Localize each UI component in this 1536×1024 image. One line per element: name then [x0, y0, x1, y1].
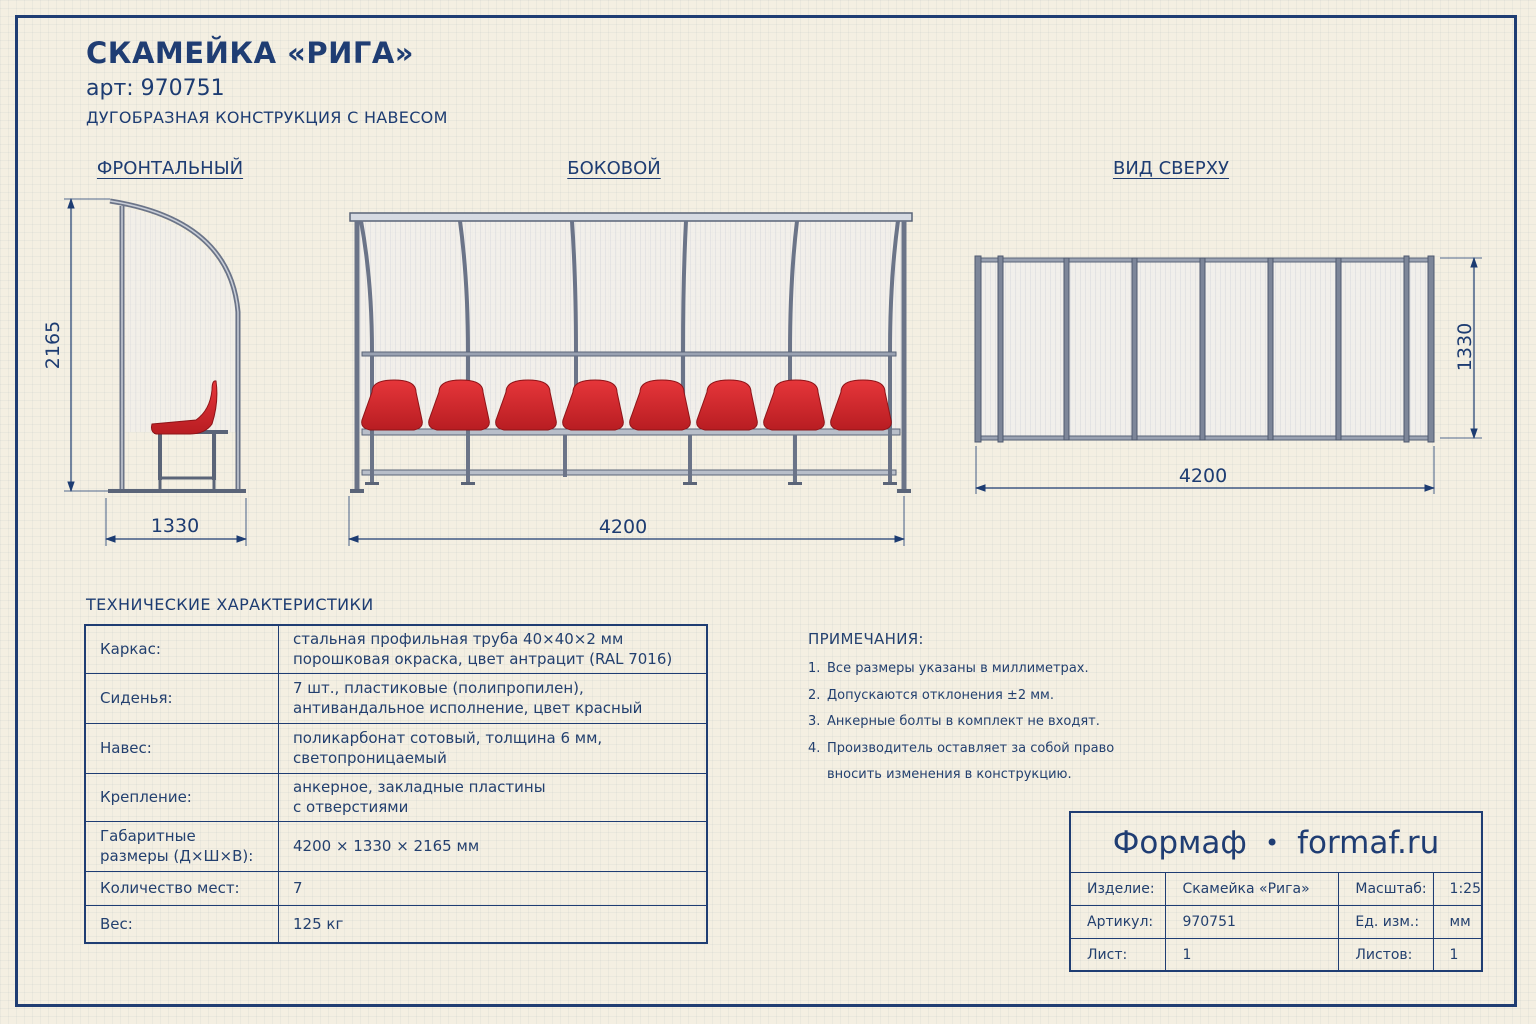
- stamp-value: 1:25: [1432, 873, 1481, 906]
- list-item: 2. Допускаются отклонения ±2 мм.: [808, 683, 1208, 710]
- spec-value-line: с отверстиями: [293, 798, 409, 816]
- table-row: Артикул: 970751 Ед. изм.: мм: [1071, 905, 1481, 939]
- stamp-value: 970751: [1165, 905, 1340, 939]
- note-text: Все размеры указаны в миллиметрах.: [827, 661, 1089, 676]
- top-view-label: ВИД СВЕРХУ: [1112, 158, 1230, 179]
- table-row: Изделие: Скамейка «Рига» Масштаб: 1:25: [1071, 873, 1481, 906]
- list-item: вносить изменения в конструкцию.: [808, 762, 1208, 789]
- spec-value: анкерное, закладные пластины с отверстиям…: [278, 772, 708, 822]
- spec-value: 7: [278, 870, 708, 906]
- stamp-label: Лист:: [1071, 938, 1167, 971]
- stamp-value: 1: [1165, 938, 1340, 971]
- note-text: вносить изменения в конструкцию.: [827, 767, 1072, 782]
- notes-section: ПРИМЕЧАНИЯ: 1. Все размеры указаны в милл…: [808, 630, 1208, 789]
- brand-row: Формаф • formaf.ru: [1071, 813, 1481, 873]
- specs-table: Каркас: стальная профильная труба 40×40×…: [84, 624, 708, 944]
- note-number: 2.: [808, 687, 821, 703]
- brand-separator: •: [1264, 828, 1280, 857]
- top-view-drawing: [974, 255, 1435, 443]
- spec-key: Количество мест:: [84, 870, 279, 906]
- drawing-frame: [15, 15, 1517, 1007]
- table-row: Габаритные размеры (Д×Ш×В): 4200 × 1330 …: [84, 820, 708, 872]
- stamp-label: Масштаб:: [1338, 873, 1434, 906]
- stamp-value: 1: [1432, 938, 1481, 971]
- title-block: Формаф • formaf.ru Изделие: Скамейка «Ри…: [1069, 811, 1483, 972]
- spec-key: Вес:: [84, 904, 279, 944]
- front-view-drawing: [108, 198, 246, 493]
- stamp-value: Скамейка «Рига»: [1165, 873, 1340, 906]
- table-row: Лист: 1 Листов: 1: [1071, 938, 1481, 971]
- brand-name: Формаф: [1112, 824, 1247, 861]
- stamp-label: Изделие:: [1071, 873, 1167, 906]
- spec-value-line: антивандальное исполнение, цвет красный: [293, 699, 643, 717]
- side-length-dimension: 4200: [599, 516, 647, 538]
- list-item: 1. Все размеры указаны в миллиметрах.: [808, 656, 1208, 683]
- spec-value: 4200 × 1330 × 2165 мм: [278, 820, 708, 872]
- table-row: Крепление: анкерное, закладные пластины с…: [84, 772, 708, 822]
- side-view-seats: [361, 379, 892, 431]
- note-number: 1.: [808, 661, 821, 676]
- spec-key: Габаритные размеры (Д×Ш×В):: [84, 820, 279, 872]
- spec-key: Каркас:: [84, 624, 279, 674]
- spec-value-line: поликарбонат сотовый, толщина 6 мм,: [293, 729, 603, 747]
- spec-value: поликарбонат сотовый, толщина 6 мм, свето…: [278, 722, 708, 774]
- spec-value-line: анкерное, закладные пластины: [293, 778, 546, 796]
- spec-key: Сиденья:: [84, 672, 279, 724]
- front-height-dimension: 2165: [42, 321, 64, 369]
- specs-title: ТЕХНИЧЕСКИЕ ХАРАКТЕРИСТИКИ: [86, 595, 374, 614]
- table-row: Навес: поликарбонат сотовый, толщина 6 м…: [84, 722, 708, 774]
- front-view-label: ФРОНТАЛЬНЫЙ: [96, 158, 244, 179]
- stamp-label: Листов:: [1338, 938, 1434, 971]
- top-depth-dimension: 1330: [1454, 323, 1476, 371]
- front-width-dimension: 1330: [151, 515, 199, 537]
- spec-value: 125 кг: [278, 904, 708, 944]
- stamp-label: Артикул:: [1071, 905, 1167, 939]
- spec-value-line: порошковая окраска, цвет антрацит (RAL 7…: [293, 650, 673, 669]
- table-row: Каркас: стальная профильная труба 40×40×…: [84, 624, 708, 674]
- top-length-dimension: 4200: [1179, 465, 1227, 487]
- stamp-label: Ед. изм.:: [1338, 905, 1434, 939]
- spec-value: 7 шт., пластиковые (полипропилен), антива…: [278, 672, 708, 724]
- table-row: Вес: 125 кг: [84, 904, 708, 944]
- spec-key: Крепление:: [84, 772, 279, 822]
- note-number: 3.: [808, 714, 821, 729]
- list-item: 4. Производитель оставляет за собой право: [808, 736, 1208, 763]
- side-view-drawing: [349, 212, 913, 493]
- list-item: 3. Анкерные болты в комплект не входят.: [808, 709, 1208, 736]
- article-number: арт: 970751: [86, 76, 225, 101]
- note-text: Анкерные болты в комплект не входят.: [827, 714, 1100, 729]
- side-view-label: БОКОВОЙ: [567, 158, 661, 179]
- spec-value-line: 7 шт., пластиковые (полипропилен),: [293, 679, 584, 697]
- brand-site: formaf.ru: [1297, 824, 1440, 861]
- note-text: Производитель оставляет за собой право: [827, 740, 1115, 756]
- table-row: Сиденья: 7 шт., пластиковые (полипропиле…: [84, 672, 708, 724]
- note-number: 4.: [808, 740, 821, 756]
- spec-value-line: стальная профильная труба 40×40×2 мм: [293, 630, 624, 649]
- spec-value-line: светопроницаемый: [293, 749, 447, 767]
- title-block-table: Изделие: Скамейка «Рига» Масштаб: 1:25 А…: [1071, 873, 1481, 971]
- product-description: ДУГОБРАЗНАЯ КОНСТРУКЦИЯ С НАВЕСОМ: [86, 108, 448, 127]
- stamp-value: мм: [1432, 905, 1481, 939]
- notes-title: ПРИМЕЧАНИЯ:: [808, 630, 924, 648]
- product-title: СКАМЕЙКА «РИГА»: [86, 36, 415, 70]
- table-row: Количество мест: 7: [84, 870, 708, 906]
- spec-key: Навес:: [84, 722, 279, 774]
- note-text: Допускаются отклонения ±2 мм.: [827, 687, 1054, 703]
